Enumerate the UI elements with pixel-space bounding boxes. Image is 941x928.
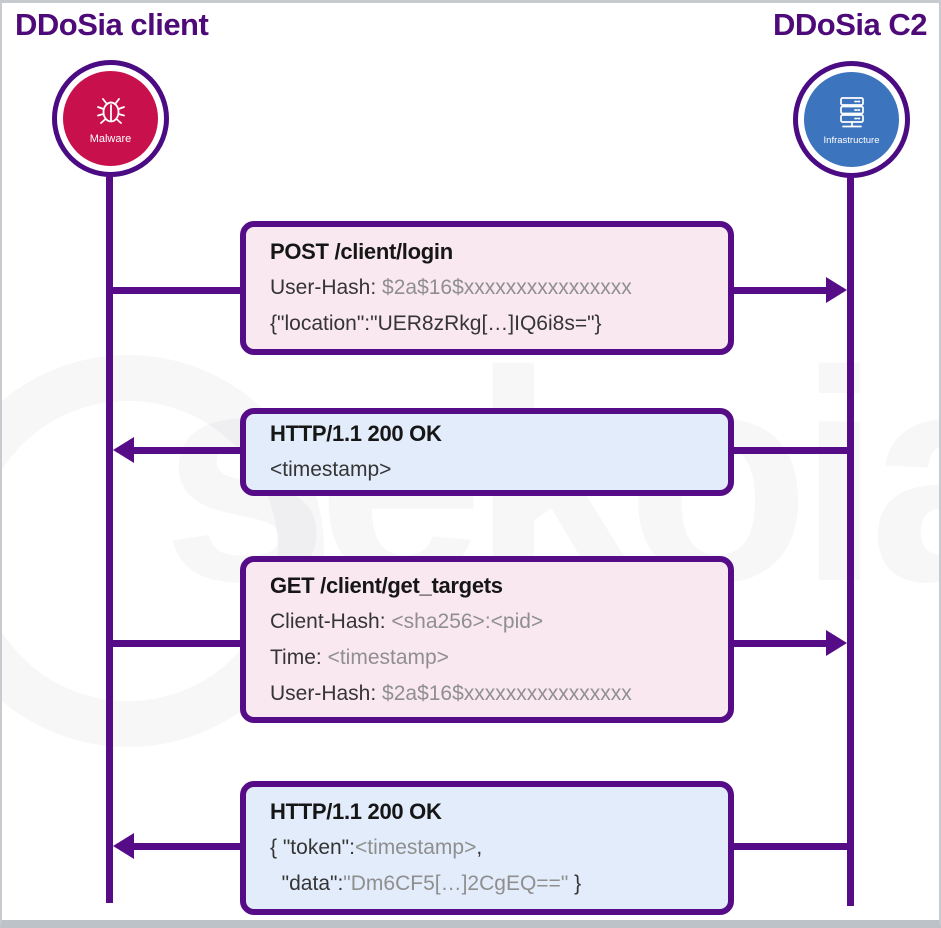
message-line: Client-Hash: <sha256>:<pid> — [270, 609, 544, 633]
message-line: Time: <timestamp> — [270, 645, 449, 669]
message-line: "data":"Dm6CF5[…]2CgEQ==" } — [270, 872, 582, 895]
message-body: { "token":<timestamp>, "data":"Dm6CF5[…]… — [270, 830, 704, 902]
c2-lifeline — [847, 176, 854, 906]
message-line: { "token":<timestamp>, — [270, 836, 483, 859]
message-box-targets-response: HTTP/1.1 200 OK { "token":<timestamp>, "… — [240, 781, 734, 915]
message-body: <timestamp> — [270, 452, 704, 488]
message-line: <timestamp> — [270, 458, 392, 481]
bug-icon — [93, 92, 129, 128]
client-lifeline — [106, 174, 113, 903]
server-icon — [833, 94, 871, 130]
response-arrowhead-login — [113, 437, 134, 463]
message-body: Client-Hash: <sha256>:<pid> Time: <timest… — [270, 604, 704, 712]
client-actor: Malware — [52, 60, 169, 177]
response-arrowhead-get-targets — [113, 833, 134, 859]
malware-label: Malware — [89, 133, 132, 145]
c2-actor: Infrastructure — [793, 61, 910, 178]
message-box-login-response: HTTP/1.1 200 OK <timestamp> — [240, 408, 734, 496]
message-box-post-login: POST /client/login User-Hash: $2a$16$xxx… — [240, 221, 734, 355]
client-title: DDoSia client — [15, 7, 209, 42]
message-title: HTTP/1.1 200 OK — [270, 799, 442, 824]
message-title: HTTP/1.1 200 OK — [270, 421, 442, 446]
request-arrowhead-get-targets — [826, 630, 847, 656]
infrastructure-circle: Infrastructure — [804, 72, 899, 167]
message-title: POST /client/login — [270, 239, 453, 264]
message-line: User-Hash: $2a$16$xxxxxxxxxxxxxxxx — [270, 276, 632, 299]
message-title: GET /client/get_targets — [270, 572, 503, 598]
message-line: User-Hash: $2a$16$xxxxxxxxxxxxxxxx — [270, 681, 632, 705]
message-box-get-targets: GET /client/get_targets Client-Hash: <sh… — [240, 556, 734, 723]
message-line: {"location":"UER8zRkg[…]IQ6i8s="} — [270, 312, 602, 335]
malware-circle: Malware — [63, 71, 158, 166]
c2-title: DDoSia C2 — [773, 7, 927, 42]
infrastructure-label: Infrastructure — [823, 134, 880, 146]
request-arrowhead-login — [826, 277, 847, 303]
message-body: User-Hash: $2a$16$xxxxxxxxxxxxxxxx {"loca… — [270, 270, 704, 342]
